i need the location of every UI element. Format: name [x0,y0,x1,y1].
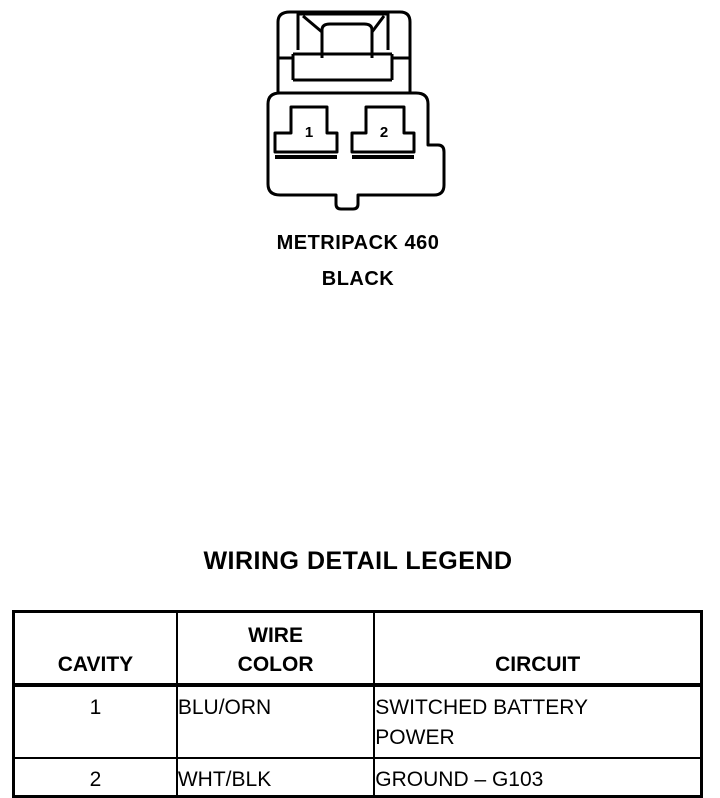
cavity-1-outline [273,105,339,154]
header-cavity: CAVITY [12,610,178,687]
cell-cavity: 1 [12,684,178,759]
wiring-legend-table: CAVITY WIRE COLOR CIRCUIT 1 BLU/ORN SWIT… [12,610,703,798]
header-wire-color-line2: COLOR [237,653,314,676]
cell-cavity: 2 [12,757,178,798]
connector-body [266,91,446,211]
cell-wire-color: WHT/BLK [175,757,376,798]
table-row: 2 WHT/BLK GROUND – G103 [12,757,703,798]
cell-circuit: SWITCHED BATTERY POWER [373,684,703,759]
connector-diagram: 1 2 [266,10,446,211]
connector-name: METRIPACK 460 [276,232,440,254]
legend-title: WIRING DETAIL LEGEND [203,547,513,575]
cavity-1-label: 1 [305,124,313,141]
header-wire-color-line1: WIRE [248,624,303,647]
cavity-2-label: 2 [380,124,388,141]
cell-wire-color: BLU/ORN [175,684,376,759]
header-circuit: CIRCUIT [373,610,703,687]
table-header-row: CAVITY WIRE COLOR CIRCUIT [12,610,703,687]
connector-latch-housing [276,10,412,93]
header-wire-color: WIRE COLOR [175,610,376,687]
header-cavity-label: CAVITY [57,653,134,676]
cavity-2-outline [350,105,416,154]
table-row: 1 BLU/ORN SWITCHED BATTERY POWER [12,684,703,759]
cell-circuit-line2: POWER [375,726,455,749]
cell-circuit: GROUND – G103 [373,757,703,798]
connector-latch-tab [320,22,374,58]
connector-color: BLACK [321,268,395,290]
header-circuit-label: CIRCUIT [495,653,581,676]
connector-latch-inner [296,12,390,50]
cell-circuit-line1: GROUND – G103 [375,768,544,791]
cell-circuit-line1: SWITCHED BATTERY [375,696,589,719]
